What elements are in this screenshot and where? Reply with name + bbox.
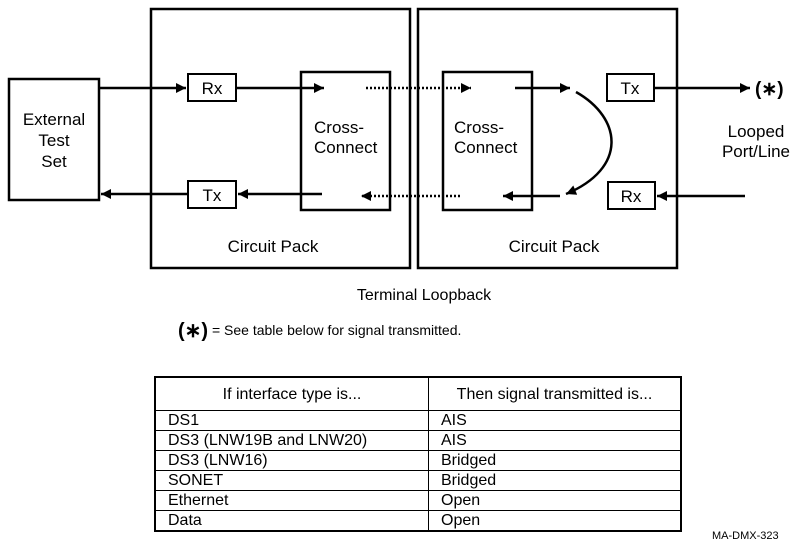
looped-port-line-2: Port/Line [722,142,790,161]
external-test-set-line-1: External [23,110,85,129]
rx-box-right: Rx [621,187,642,206]
circuit-pack-right: Circuit Pack Cross- Connect Tx Rx [416,7,679,270]
table-header-row: If interface type is... Then signal tran… [154,376,682,411]
table-row: Data Open [154,510,682,532]
interface-cell: Data [154,510,429,532]
signal-cell: Open [428,490,682,511]
output-asterisk-marker: (∗) [755,79,784,100]
footnote: (∗) = See table below for signal transmi… [178,318,461,343]
external-test-set-line-3: Set [41,152,67,171]
circuit-pack-left: Circuit Pack Rx Tx Cross- Connect [149,7,412,270]
table-row: SONET Bridged [154,470,682,491]
circuit-pack-right-caption: Circuit Pack [509,237,600,256]
signal-cell: Open [428,510,682,532]
signal-cell: AIS [428,410,682,431]
interface-cell: DS3 (LNW19B and LNW20) [154,430,429,451]
external-test-set: External Test Set [7,77,101,202]
asterisk-marker: (∗) [178,320,209,342]
interface-cell: DS1 [154,410,429,431]
interface-cell: DS3 (LNW16) [154,450,429,471]
header-interface-type: If interface type is... [154,376,429,411]
cross-connect-right-line-2: Connect [454,138,518,157]
looped-port-line-1: Looped [728,122,785,141]
table-row: Ethernet Open [154,490,682,511]
signal-table: If interface type is... Then signal tran… [154,376,682,532]
loopback-curve [565,90,613,196]
figure-id: MA-DMX-323 [712,530,779,542]
circuit-pack-left-caption: Circuit Pack [228,237,319,256]
signal-paths [99,83,750,201]
rx-box-left: Rx [202,79,223,98]
cross-connect-right-line-1: Cross- [454,118,504,137]
external-test-set-line-2: Test [38,131,69,150]
table-row: DS3 (LNW16) Bridged [154,450,682,471]
header-signal-transmitted: Then signal transmitted is... [428,376,682,411]
footnote-text: = See table below for signal transmitted… [208,322,462,338]
interface-cell: SONET [154,470,429,491]
table-row: DS3 (LNW19B and LNW20) AIS [154,430,682,451]
signal-cell: AIS [428,430,682,451]
cross-connect-left-line-1: Cross- [314,118,364,137]
cross-connect-left-line-2: Connect [314,138,378,157]
tx-box-right: Tx [621,79,640,98]
tx-box-left: Tx [203,186,222,205]
signal-cell: Bridged [428,450,682,471]
interface-cell: Ethernet [154,490,429,511]
signal-cell: Bridged [428,470,682,491]
table-row: DS1 AIS [154,410,682,431]
diagram-title: Terminal Loopback [357,287,492,304]
